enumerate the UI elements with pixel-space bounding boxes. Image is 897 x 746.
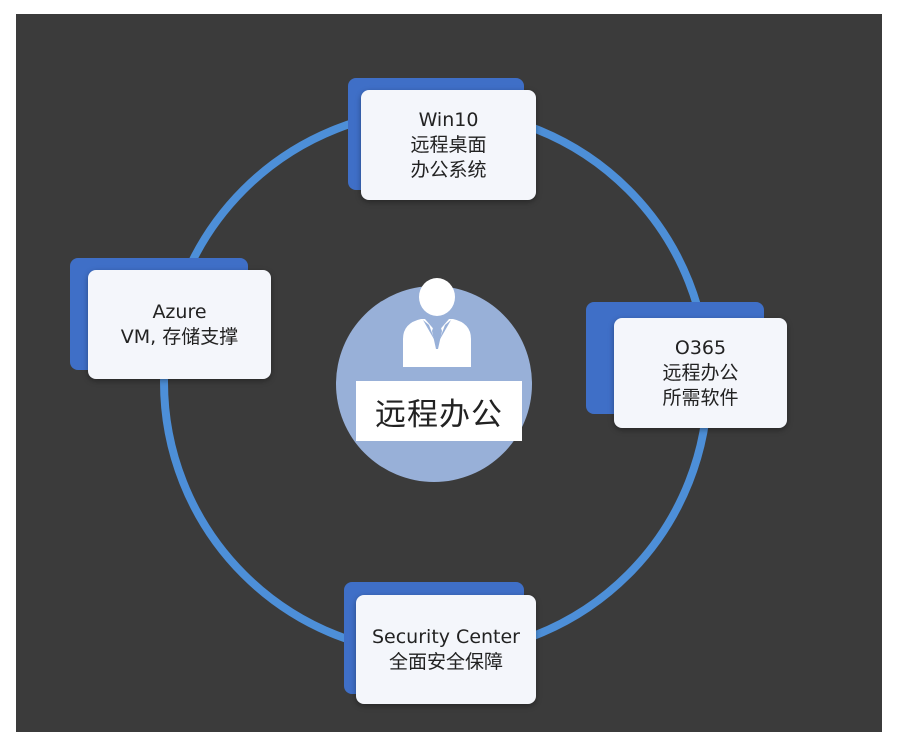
diagram-canvas: Win10 远程桌面 办公系统 O365 远程办公 所需软件 Security … (16, 14, 882, 732)
node-security-card: Security Center 全面安全保障 (356, 595, 536, 704)
node-win10-line3: 办公系统 (410, 158, 487, 181)
node-azure-line2: VM, 存储支撑 (120, 325, 239, 348)
node-azure-card: Azure VM, 存储支撑 (88, 270, 271, 379)
node-o365-title: O365 (674, 336, 727, 359)
node-security-title: Security Center (371, 625, 520, 648)
node-o365-line2: 远程办公 (662, 361, 739, 384)
node-o365-card: O365 远程办公 所需软件 (614, 318, 787, 428)
center-label: 远程办公 (356, 381, 522, 441)
node-win10-card: Win10 远程桌面 办公系统 (361, 90, 536, 200)
node-o365-line3: 所需软件 (662, 386, 739, 409)
node-win10-title: Win10 (418, 108, 479, 131)
node-security-line2: 全面安全保障 (388, 650, 503, 673)
node-win10-line2: 远程桌面 (410, 133, 487, 156)
businessman-icon (403, 278, 471, 367)
node-azure-title: Azure (152, 300, 207, 323)
